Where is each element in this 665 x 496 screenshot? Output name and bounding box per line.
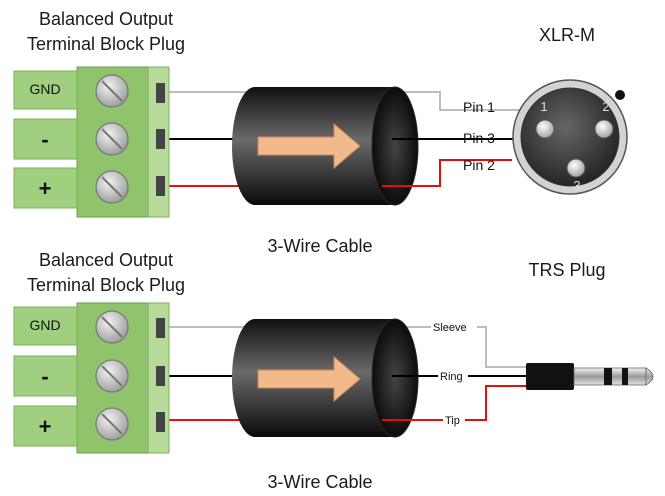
top-section: Balanced Output Terminal Block Plug XLR-… xyxy=(13,9,628,256)
bottom-screw-3-icon xyxy=(95,407,129,441)
top-connector-title: XLR-M xyxy=(539,25,595,45)
top-screw-3-icon xyxy=(95,170,129,204)
bottom-connector-title: TRS Plug xyxy=(528,260,605,280)
bottom-terminal-minus-label: - xyxy=(41,364,48,389)
bottom-terminal-plus-label: + xyxy=(39,414,52,439)
trs-plug-icon xyxy=(526,363,654,390)
top-cable-icon xyxy=(232,86,419,206)
bottom-block-title-line1: Balanced Output xyxy=(39,250,173,270)
top-terminal-plus-label: + xyxy=(39,176,52,201)
trs-ring-label: Ring xyxy=(440,371,463,383)
top-screw-2-icon xyxy=(95,122,129,156)
top-screw-1-icon xyxy=(95,74,129,108)
top-cable-label: 3-Wire Cable xyxy=(267,236,372,256)
bottom-cable-label: 3-Wire Cable xyxy=(267,472,372,492)
top-pin-label-2: Pin 2 xyxy=(463,157,495,173)
top-block-title-line1: Balanced Output xyxy=(39,9,173,29)
xlr-male-connector-icon: 1 2 3 xyxy=(512,79,628,195)
trs-tip-label: Tip xyxy=(445,415,460,427)
top-pin-label-1: Pin 1 xyxy=(463,99,495,115)
xlr-pin-number-3: 3 xyxy=(573,178,580,193)
xlr-pin-number-1: 1 xyxy=(540,99,547,114)
xlr-pin-number-2: 2 xyxy=(602,99,609,114)
top-terminal-block: GND - + xyxy=(13,66,170,218)
top-block-title-line2: Terminal Block Plug xyxy=(27,34,185,54)
trs-sleeve-label: Sleeve xyxy=(433,322,467,334)
bottom-block-title-line2: Terminal Block Plug xyxy=(27,275,185,295)
bottom-cable-icon xyxy=(232,318,419,438)
bottom-section: Balanced Output Terminal Block Plug TRS … xyxy=(13,250,654,492)
bottom-screw-2-icon xyxy=(95,359,129,393)
top-terminal-minus-label: - xyxy=(41,127,48,152)
bottom-terminal-gnd-label: GND xyxy=(29,317,60,333)
top-pin-label-3: Pin 3 xyxy=(463,130,495,146)
bottom-terminal-block: GND - + xyxy=(13,302,170,454)
bottom-screw-1-icon xyxy=(95,310,129,344)
top-terminal-gnd-label: GND xyxy=(29,81,60,97)
